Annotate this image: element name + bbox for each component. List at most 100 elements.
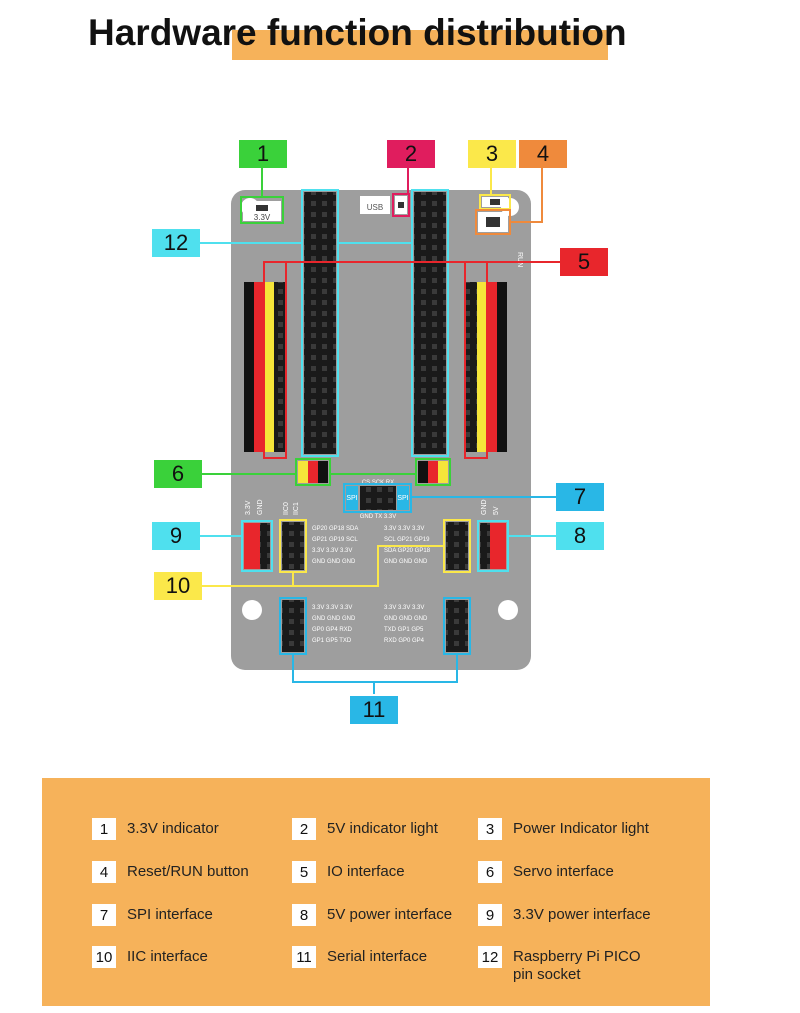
spi-label-right: SPI xyxy=(397,495,408,502)
grid-uart-right-0: 3.3V 3.3V 3.3V xyxy=(384,605,424,611)
grid-iic-left-2: 3.3V 3.3V 3.3V xyxy=(312,548,352,554)
callout-9-num: 9 xyxy=(169,523,183,548)
legend-item-5: 5 IO interface xyxy=(292,861,405,883)
mount-hole-br xyxy=(498,600,518,620)
legend-item-10: 10 IIC interface xyxy=(92,946,208,968)
legend-label: Servo interface xyxy=(513,863,614,880)
legend-label: 3.3V indicator xyxy=(127,820,219,837)
callout-3: 3 xyxy=(468,140,516,168)
uart-header-right xyxy=(446,600,468,652)
spi-pins-bottom: GND TX 3.3V xyxy=(360,514,397,520)
label-iic0: IIC0 xyxy=(283,502,290,515)
legend-item-8: 8 5V power interface xyxy=(292,904,452,926)
legend-num: 3 xyxy=(478,818,502,840)
outline-12b xyxy=(411,189,449,457)
legend-item-11: 11 Serial interface xyxy=(292,946,427,968)
legend-num: 12 xyxy=(478,946,502,968)
legend-item-9: 9 3.3V power interface xyxy=(478,904,651,926)
grid-uart-left-3: GP1 GP5 TXD xyxy=(312,638,352,644)
callout-12-num: 12 xyxy=(163,230,189,255)
outline-9 xyxy=(241,520,273,572)
legend-label: SPI interface xyxy=(127,906,213,923)
legend-panel: 1 3.3V indicator 2 5V indicator light 3 … xyxy=(42,778,710,1006)
grid-uart-right-1: GND GND GND xyxy=(384,616,428,622)
indicator-33v-label: 3.3V xyxy=(254,213,271,222)
legend-num: 9 xyxy=(478,904,502,926)
legend-num: 8 xyxy=(292,904,316,926)
label-run: RUN xyxy=(516,252,523,267)
legend-label: Reset/RUN button xyxy=(127,863,249,880)
grid-iic-right-1: SCL GP21 GP19 xyxy=(384,537,430,543)
legend-num: 1 xyxy=(92,818,116,840)
callout-5: 5 xyxy=(560,248,608,276)
callout-4-num: 4 xyxy=(536,141,550,166)
title-highlight xyxy=(232,30,608,60)
callout-4: 4 xyxy=(519,140,567,168)
callout-10: 10 xyxy=(154,572,202,600)
legend-item-1: 1 3.3V indicator xyxy=(92,818,219,840)
legend-item-6: 6 Servo interface xyxy=(478,861,614,883)
pico-socket-right xyxy=(414,192,446,454)
legend-label: Power Indicator light xyxy=(513,820,649,837)
leader-4 xyxy=(510,168,543,223)
label-iic1: IIC1 xyxy=(293,502,300,515)
power-33v-header xyxy=(244,523,270,569)
callout-2: 2 xyxy=(387,140,435,168)
servo-left xyxy=(298,461,328,483)
callout-3-num: 3 xyxy=(485,141,499,166)
legend-num: 2 xyxy=(292,818,316,840)
callout-12: 12 xyxy=(152,229,200,257)
legend-num: 11 xyxy=(292,946,316,968)
callout-10-num: 10 xyxy=(165,573,191,598)
legend-num: 4 xyxy=(92,861,116,883)
label-gnd-left: GND xyxy=(257,499,264,515)
legend-item-3: 3 Power Indicator light xyxy=(478,818,649,840)
callout-6-num: 6 xyxy=(171,461,185,486)
board-diagram: USB 3.3V SPI SPI CS SCK RX GND TX 3.3V xyxy=(200,168,560,694)
grid-uart-right-2: TXD GP1 GP5 xyxy=(384,627,424,633)
usb-label: USB xyxy=(367,203,383,212)
legend-label: IIC interface xyxy=(127,948,208,965)
callout-7-num: 7 xyxy=(573,484,587,509)
callout-8: 8 xyxy=(556,522,604,550)
outline-12a xyxy=(301,189,339,457)
io-header-right xyxy=(465,282,507,452)
grid-iic-right-0: 3.3V 3.3V 3.3V xyxy=(384,526,424,532)
grid-iic-left-1: GP21 GP19 SCL xyxy=(312,537,358,543)
legend-item-2: 2 5V indicator light xyxy=(292,818,438,840)
page-title-group: Hardware function distribution xyxy=(88,8,688,60)
power-5v-header xyxy=(480,523,506,569)
legend-label: 3.3V power interface xyxy=(513,906,651,923)
outline-8 xyxy=(477,520,509,572)
leader-10 xyxy=(202,545,444,587)
legend-item-7: 7 SPI interface xyxy=(92,904,213,926)
legend-num: 10 xyxy=(92,946,116,968)
outline-6b xyxy=(415,458,451,486)
outline-2 xyxy=(392,193,410,217)
legend-label: Serial interface xyxy=(327,948,428,965)
callout-2-num: 2 xyxy=(404,141,418,166)
legend-label: 5V power interface xyxy=(327,906,453,923)
grid-iic-left-3: GND GND GND xyxy=(312,559,356,565)
grid-iic-left-0: GP20 GP18 SDA xyxy=(312,526,358,532)
page-title: Hardware function distribution xyxy=(88,12,627,53)
callout-6: 6 xyxy=(154,460,202,488)
callout-1-num: 1 xyxy=(256,141,270,166)
legend-num: 6 xyxy=(478,861,502,883)
legend-label: Raspberry Pi PICO pin socket xyxy=(513,948,641,983)
legend-label: 5V indicator light xyxy=(327,820,438,837)
label-33v: 3.3V xyxy=(245,500,252,515)
label-gnd-right: GND xyxy=(481,499,488,515)
grid-uart-left-1: GND GND GND xyxy=(312,616,356,622)
grid-uart-right-3: RXD GP0 GP4 xyxy=(384,638,425,644)
grid-uart-left-2: GP0 GP4 RXD xyxy=(312,627,353,633)
callout-8-num: 8 xyxy=(573,523,587,548)
callout-11: 11 xyxy=(350,696,398,724)
servo-right xyxy=(418,461,448,483)
iic-header-left xyxy=(282,522,304,570)
grid-iic-right-3: GND GND GND xyxy=(384,559,428,565)
legend-num: 5 xyxy=(292,861,316,883)
legend-item-12: 12 Raspberry Pi PICO pin socket xyxy=(478,946,641,984)
mount-hole-bl xyxy=(242,600,262,620)
iic-header-right xyxy=(446,522,468,570)
